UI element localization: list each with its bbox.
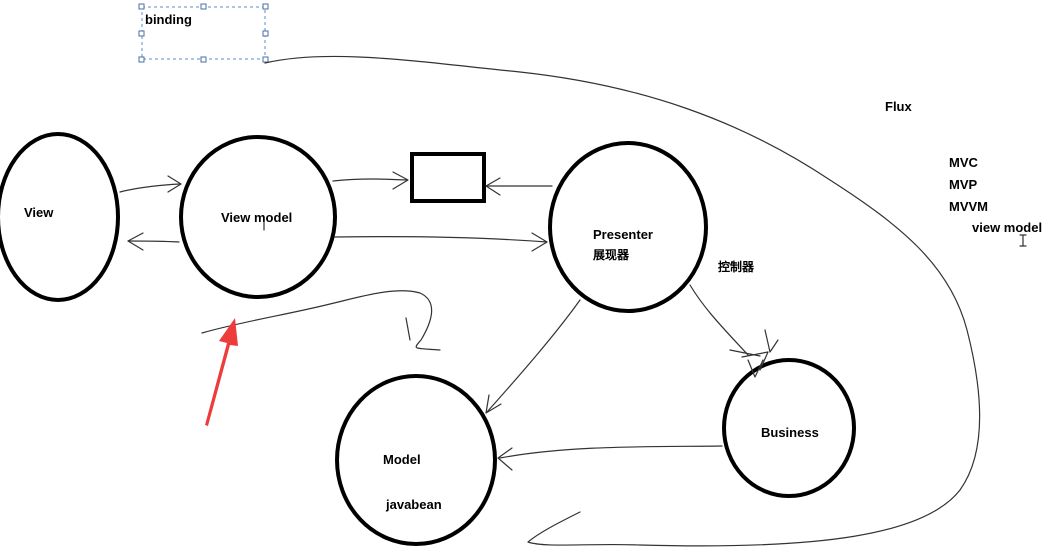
connector-strokes [119,171,779,471]
presenter-to-business-scribble [729,329,779,378]
ibeam-cursor-icon [1019,234,1027,247]
viewmodel-to-box-arrow [332,178,408,182]
resize-handle-tr[interactable] [262,3,269,10]
model-node [335,374,497,546]
pattern-mvvm: MVVM [949,199,988,214]
view-to-viewmodel-head [167,175,182,193]
resize-handle-bl[interactable] [138,56,145,63]
resize-handle-mr[interactable] [262,30,269,37]
binding-textbox[interactable]: binding [138,3,269,63]
viewmodel-to-view-arrow [127,240,180,243]
business-to-model-arrow [499,445,723,459]
presenter-to-model-head [485,394,502,414]
resize-handle-bm[interactable] [200,56,207,63]
presenter-sublabel: 展现器 [593,248,630,262]
flux-note: Flux [885,99,912,114]
resize-handle-ml[interactable] [138,30,145,37]
presenter-to-box-head [485,177,501,196]
viewmodel-to-box-head [392,171,409,190]
view-to-viewmodel-arrow [119,183,181,193]
resize-handle-tm[interactable] [200,3,207,10]
highlight-arrow [205,318,238,426]
view-model-label: View model [221,210,292,225]
viewmodel-to-presenter-arrow [334,236,548,243]
business-label: Business [761,425,819,440]
binding-curve-stroke [201,290,441,351]
resize-handle-tl[interactable] [138,3,145,10]
view-model-note: view model [972,220,1042,235]
view-model-node [179,135,337,299]
view-node [0,132,120,302]
pattern-mvc: MVC [949,155,979,170]
business-to-model-head [497,447,513,471]
presenter-node [548,141,708,313]
presenter-to-model-arrow [486,299,581,413]
model-label: Model [383,452,421,467]
pattern-mvp: MVP [949,177,978,192]
presenter-to-business-arrow [689,284,749,356]
viewmodel-to-view-head [127,232,144,251]
viewmodel-to-presenter-head [531,232,548,252]
binding-box [410,152,486,203]
view-label: View [24,205,54,220]
outer-loop-stroke [264,55,981,547]
resize-handle-br[interactable] [262,56,269,63]
binding-label: binding [145,12,192,27]
business-node [722,358,856,498]
presenter-label: Presenter [593,227,653,242]
model-sublabel: javabean [385,497,442,512]
controller-note: 控制器 [718,259,755,274]
